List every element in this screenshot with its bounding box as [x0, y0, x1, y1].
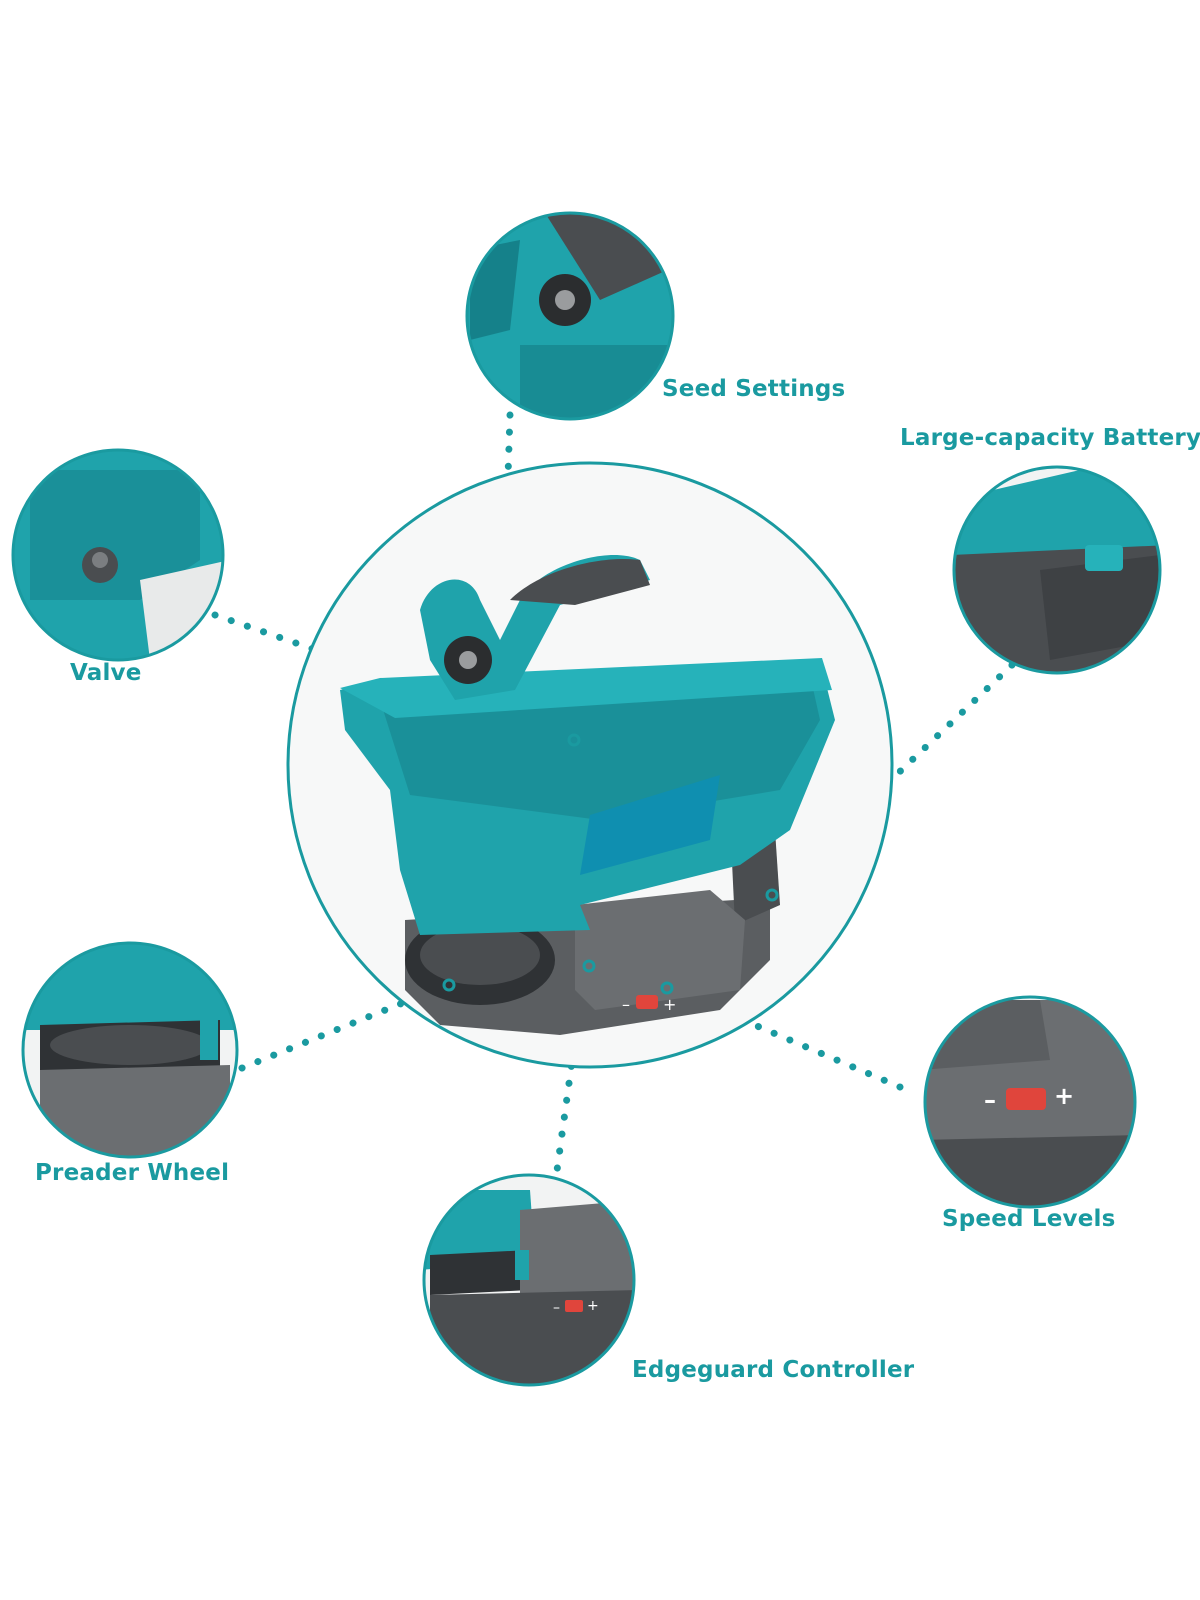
hopper-panel: [580, 775, 720, 875]
label-preader-wheel: Preader Wheel: [35, 1160, 230, 1186]
label-speed-levels: Speed Levels: [942, 1206, 1116, 1232]
control-box: [575, 890, 745, 1010]
label-valve: Valve: [70, 660, 142, 686]
detail-preader-wheel: [21, 941, 239, 1159]
svg-text:–: –: [553, 1300, 560, 1316]
connector-edge: [551, 963, 589, 1189]
svg-text:+: +: [587, 1298, 599, 1314]
battery-release-button: [1085, 545, 1123, 571]
detail-speed-levels: – +: [923, 995, 1137, 1209]
anchor-dot-wheel: [442, 978, 456, 992]
anchor-dot-battery: [765, 888, 779, 902]
label-edgeguard-controller: Edgeguard Controller: [632, 1357, 915, 1383]
main-product-view: – +: [286, 461, 894, 1069]
svg-text:–: –: [984, 1086, 996, 1114]
edgeguard-switch: [565, 1300, 583, 1312]
speed-switch-closeup: [1006, 1088, 1046, 1110]
anchor-dot-speed: [660, 981, 674, 995]
detail-battery: [952, 465, 1162, 675]
connector-wheel: [238, 981, 451, 1072]
detail-seed-settings: [465, 211, 675, 421]
svg-text:+: +: [663, 995, 676, 1014]
hopper-rim: [340, 658, 832, 718]
anchor-dot-valve: [567, 733, 581, 747]
detail-valve: [11, 448, 225, 662]
anchor-dot-edge: [582, 959, 596, 973]
detail-edgeguard-controller: – +: [422, 1173, 636, 1387]
label-seed-settings: Seed Settings: [662, 376, 846, 402]
label-large-capacity-battery: Large-capacity Battery: [900, 425, 1200, 451]
svg-text:+: +: [1054, 1082, 1074, 1110]
svg-text:–: –: [622, 995, 630, 1014]
speed-switch: [636, 995, 658, 1009]
